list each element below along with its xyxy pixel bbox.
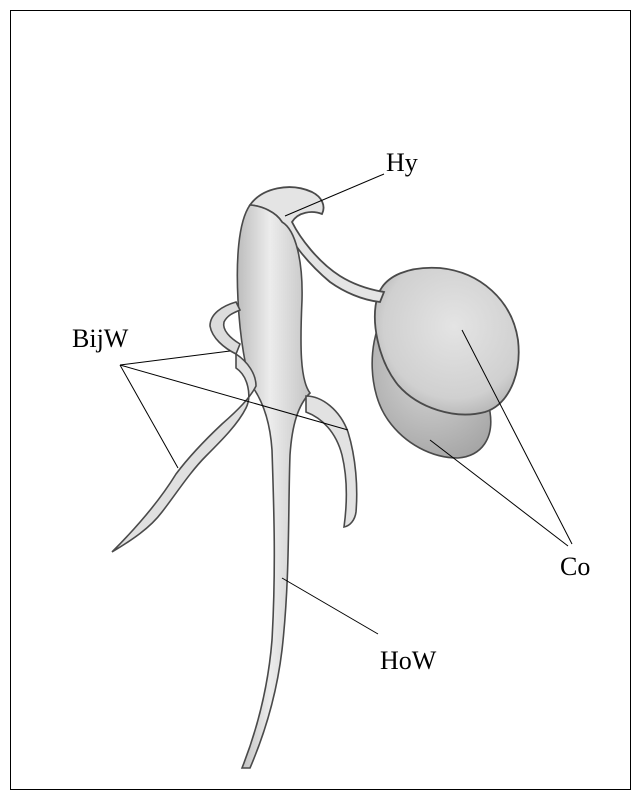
leader-line-bijw-2	[120, 365, 348, 430]
label-lateral-roots: BijW	[72, 326, 128, 352]
label-cotyledons: Co	[560, 554, 590, 580]
leader-line-co-2	[430, 440, 568, 546]
illustration-frame: Hy BijW Co HoW	[0, 0, 638, 773]
leader-line-bijw-3	[120, 365, 178, 468]
label-hypocotyl: Hy	[386, 150, 418, 176]
leader-line-co-1	[462, 330, 572, 544]
leader-line-bijw-1	[120, 351, 230, 365]
leader-lines	[0, 0, 638, 773]
leader-line-hy	[285, 174, 384, 216]
label-main-root: HoW	[380, 648, 436, 674]
leader-line-how	[282, 578, 378, 634]
